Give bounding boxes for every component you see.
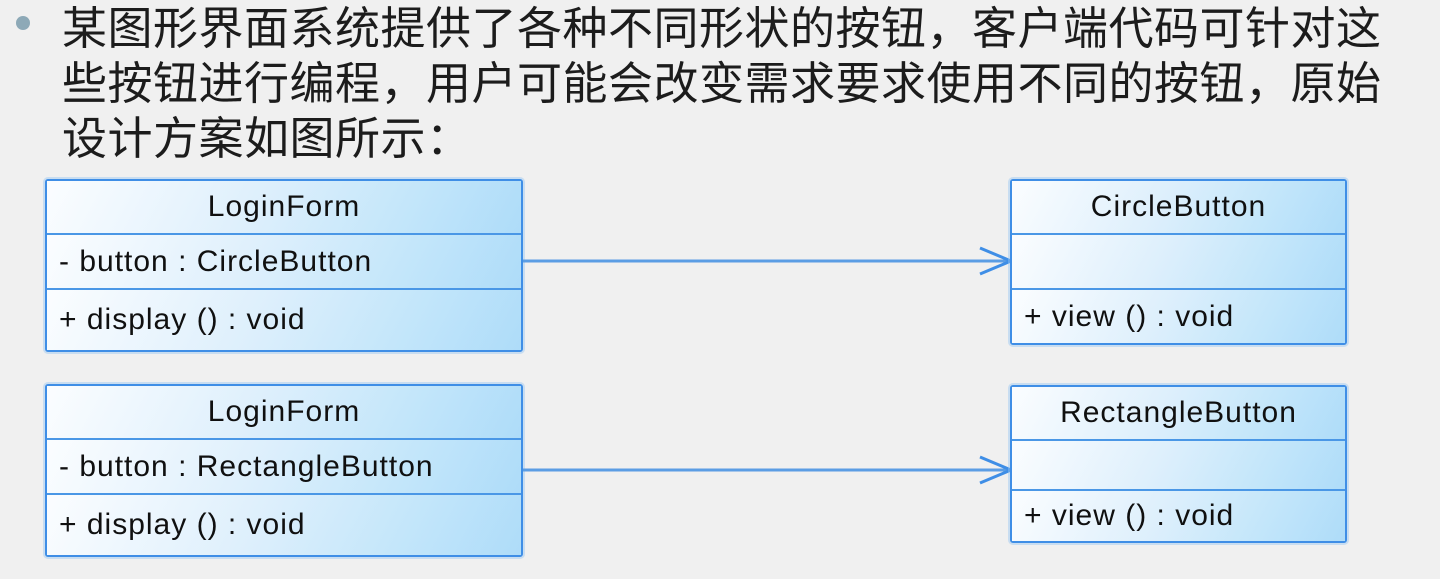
class-box-rectanglebutton: RectangleButton + view () : void <box>1010 385 1347 543</box>
intro-text: 某图形界面系统提供了各种不同形状的按钮，客户端代码可针对这 些按钮进行编程，用户… <box>62 1 1440 166</box>
class-operation-label: + view () : void <box>1024 299 1235 333</box>
class-operation-label: + display () : void <box>59 303 306 336</box>
dependency-arrow-circle <box>523 246 1015 276</box>
class-name: LoginForm <box>47 386 521 438</box>
class-attributes: - button : RectangleButton <box>47 438 521 493</box>
class-attributes <box>1012 439 1345 489</box>
class-operations: + display () : void <box>47 493 521 555</box>
class-name: LoginForm <box>47 181 521 233</box>
class-attribute-label: - button : RectangleButton <box>59 449 434 483</box>
class-operation-label: + display () : void <box>59 508 306 541</box>
class-operations: + view () : void <box>1012 489 1345 541</box>
class-name-label: RectangleButton <box>1060 396 1297 429</box>
class-box-circlebutton: CircleButton + view () : void <box>1010 179 1347 345</box>
intro-line-3: 设计方案如图所示： <box>62 113 472 164</box>
bullet-icon <box>16 16 30 30</box>
intro-line-1: 某图形界面系统提供了各种不同形状的按钮，客户端代码可针对这 <box>62 3 1382 54</box>
class-attributes <box>1012 233 1345 288</box>
class-name-label: CircleButton <box>1090 190 1267 223</box>
dependency-arrow-rectangle <box>523 455 1015 485</box>
class-box-loginform-rectangle: LoginForm - button : RectangleButton + d… <box>45 384 523 557</box>
class-attributes: - button : CircleButton <box>47 233 521 288</box>
class-box-loginform-circle: LoginForm - button : CircleButton + disp… <box>45 179 523 352</box>
class-name: CircleButton <box>1012 181 1345 233</box>
intro-line-2: 些按钮进行编程，用户可能会改变需求要求使用不同的按钮，原始 <box>62 58 1382 109</box>
class-operations: + display () : void <box>47 288 521 350</box>
class-operations: + view () : void <box>1012 288 1345 343</box>
class-name: RectangleButton <box>1012 387 1345 439</box>
class-attribute-label: - button : CircleButton <box>59 244 373 278</box>
class-operation-label: + view () : void <box>1024 499 1235 532</box>
class-name-label: LoginForm <box>207 190 361 223</box>
class-name-label: LoginForm <box>207 395 361 428</box>
